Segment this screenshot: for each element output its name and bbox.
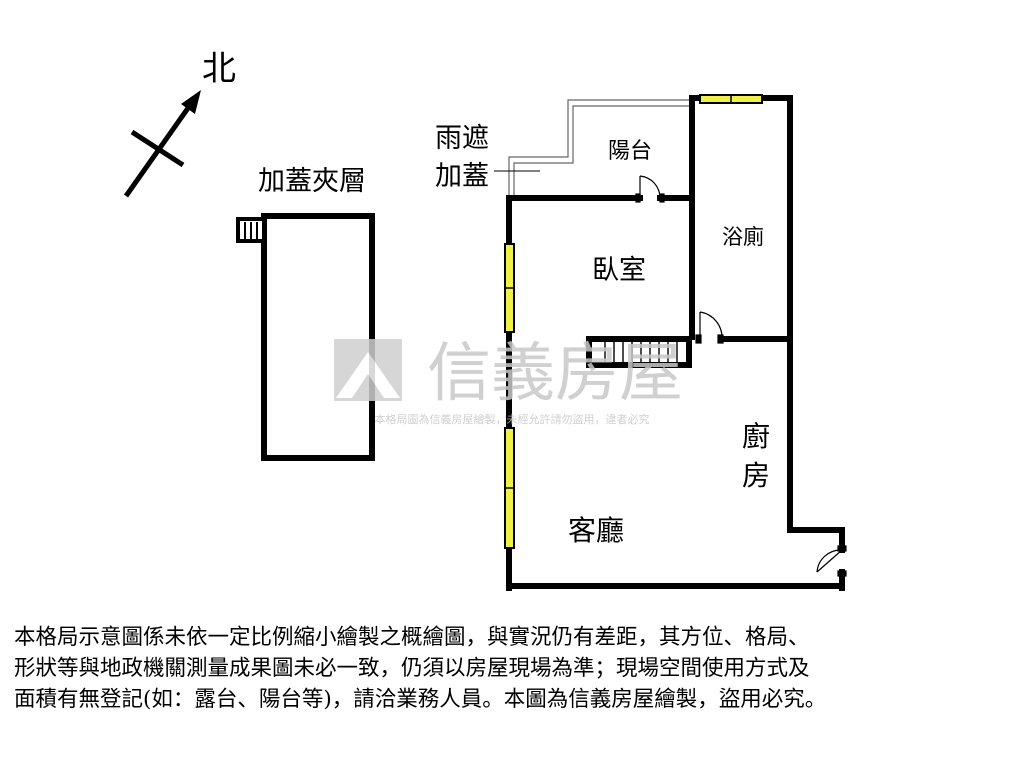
window-top — [699, 94, 763, 104]
room-label-bedroom: 臥室 — [592, 255, 646, 286]
rain-cover-outline — [508, 99, 692, 200]
disclaimer-line-1: 本格局示意圖係未依一定比例縮小繪製之概繪圖，與實況仍有差距，其方位、格局、 — [14, 625, 810, 650]
room-label-living-room: 客廳 — [568, 514, 624, 547]
room-label-kitchen-line2: 房 — [742, 459, 770, 492]
north-label: 北 — [202, 49, 236, 89]
bathroom-door-icon — [695, 311, 724, 344]
watermark: 信義房屋 本格局圖為信義房屋繪製，未經允許請勿盜用，違者必究 — [334, 337, 683, 426]
window-west-lower — [504, 427, 515, 549]
disclaimer-line-2: 形狀等與地政機關測量成果圖未必一致，仍須以房屋現場為準；現場空間使用方式及 — [14, 656, 810, 681]
floor-plan: 北 加蓋夾層 雨遮 加蓋 — [123, 49, 847, 591]
mezzanine-outline — [261, 213, 375, 461]
rain-cover-label-line1: 雨遮 — [435, 123, 489, 154]
window-west-upper — [504, 243, 515, 333]
room-label-kitchen-line1: 廚 — [742, 420, 770, 453]
disclaimer: 本格局示意圖係未依一定比例縮小繪製之概繪圖，與實況仍有差距，其方位、格局、 形狀… — [14, 622, 1014, 715]
entrance-door-icon — [816, 545, 847, 577]
rain-cover-label-line2: 加蓋 — [435, 161, 489, 192]
brand-logo-icon — [334, 339, 402, 401]
north-arrow-icon — [123, 90, 201, 198]
mezzanine-label: 加蓋夾層 — [258, 166, 366, 197]
watermark-brand: 信義房屋 — [427, 337, 683, 411]
staircase-icon — [586, 336, 692, 368]
room-label-bathroom: 浴廁 — [722, 225, 764, 249]
balcony-door-icon — [635, 175, 665, 203]
room-label-balcony: 陽台 — [608, 139, 652, 164]
mezzanine-stair-icon — [236, 217, 266, 243]
watermark-notice: 本格局圖為信義房屋繪製，未經允許請勿盜用，違者必究 — [375, 412, 650, 426]
disclaimer-line-3: 面積有無登記(如：露台、陽台等)，請洽業務人員。本圖為信義房屋繪製，盜用必究。 — [14, 687, 827, 712]
